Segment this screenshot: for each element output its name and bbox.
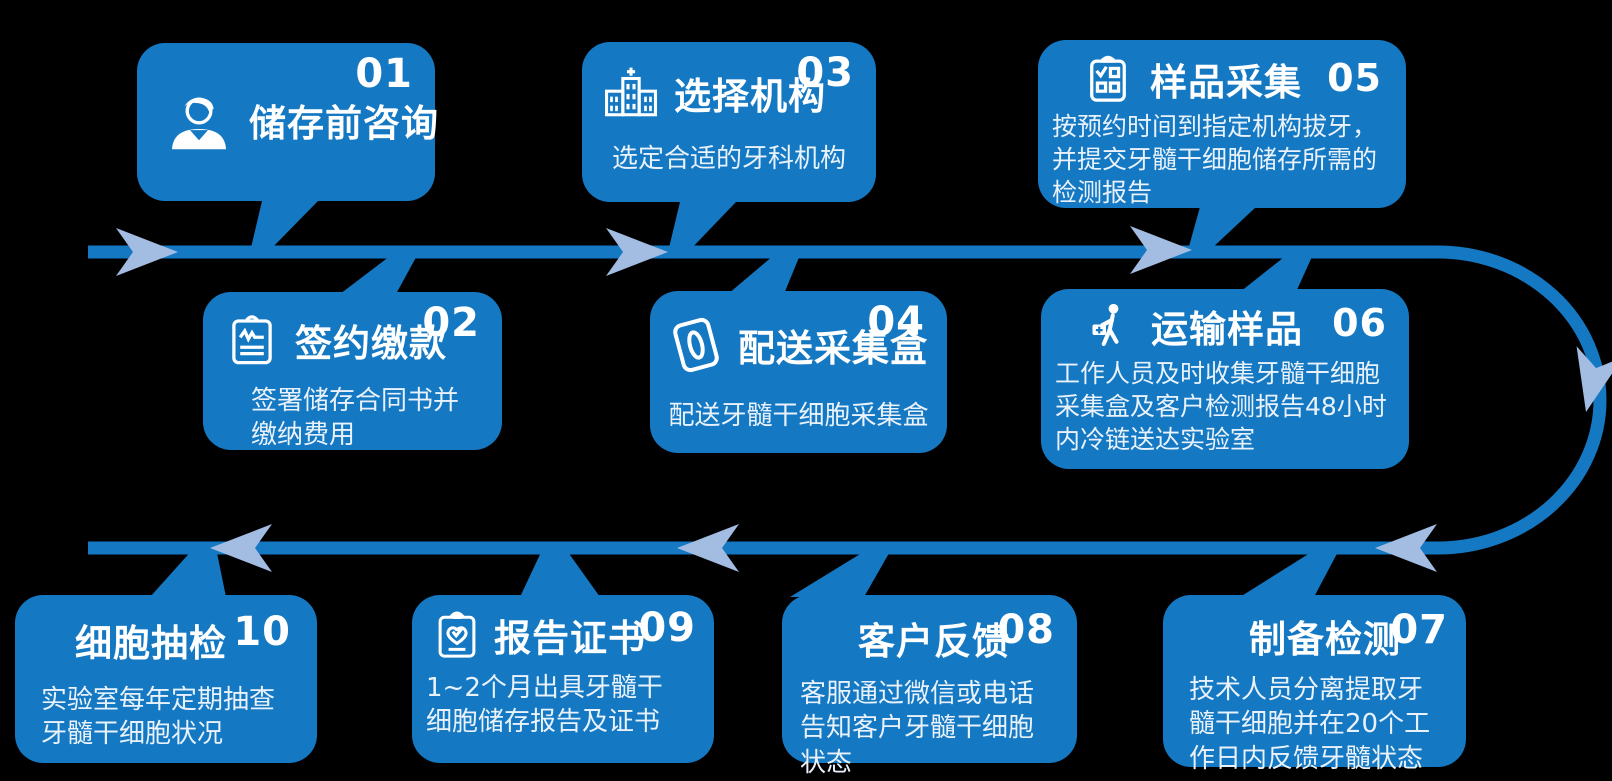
step-description: 按预约时间到指定机构拔牙，并提交牙髓干细胞储存所需的检测报告 (1052, 112, 1378, 207)
step-07-bubble: 07 制备检测 技术人员分离提取牙髓干细胞并在20个工作日内反馈牙髓状态 (1163, 595, 1466, 774)
bubble-tail (340, 250, 420, 294)
step-01-bubble: 01 储存前咨询 (137, 43, 438, 201)
step-number: 06 (1332, 301, 1387, 345)
flow-line (88, 245, 1607, 555)
step-04-bubble: 04 配送采集盒 配送牙髓干细胞采集盒 (650, 291, 947, 453)
step-title: 样品采集 (1150, 61, 1302, 104)
step-number: 07 (1390, 607, 1448, 653)
step-03-bubble: 03 选择机构 选 (582, 42, 876, 202)
step-description: 配送牙髓干细胞采集盒 (668, 401, 929, 431)
step-description: 技术人员分离提取牙髓干细胞并在20个工作日内反馈牙髓状态 (1189, 675, 1431, 774)
step-number: 05 (1327, 56, 1382, 100)
step-number: 04 (867, 299, 925, 345)
bubble-tail (150, 548, 226, 597)
step-description: 工作人员及时收集牙髓干细胞采集盒及客户检测报告48小时内冷链送达实验室 (1055, 359, 1387, 454)
step-number: 10 (233, 609, 291, 655)
step-09-bubble: 09 报告证书 1~2个月出具牙髓干细胞储存报告及证书 (412, 595, 714, 763)
checklist-clipboard-icon (1090, 55, 1126, 102)
step-title: 配送采集盒 (738, 327, 928, 370)
step-title: 制备检测 (1249, 618, 1401, 661)
step-number: 01 (355, 51, 413, 97)
bubble-tail (250, 201, 318, 252)
step-title: 细胞抽检 (75, 622, 227, 665)
step-title: 报告证书 (494, 617, 646, 660)
step-06-bubble: 06 运输样品 工作人员及时收集牙髓干细胞采集盒及客户检测报告48小时内冷链送达… (1041, 289, 1409, 469)
step-title: 运输样品 (1151, 308, 1303, 351)
courier-icon (1092, 303, 1119, 347)
collection-box-icon (673, 317, 719, 373)
bubble-tail (1240, 250, 1315, 292)
bubble-tail (668, 202, 736, 252)
step-number: 02 (422, 300, 480, 346)
bubble-tail (728, 250, 802, 294)
person-icon (172, 97, 226, 150)
step-number: 08 (997, 607, 1055, 653)
step-description: 1~2个月出具牙髓干细胞储存报告及证书 (426, 673, 663, 738)
step-description: 实验室每年定期抽查牙髓干细胞状况 (41, 685, 276, 750)
step-description: 选定合适的牙科机构 (611, 144, 846, 174)
certificate-clipboard-icon (438, 611, 476, 658)
bubble-tail (790, 548, 892, 597)
step-10-bubble: 10 细胞抽检 实验室每年定期抽查牙髓干细胞状况 (15, 595, 317, 763)
bubble-tail (1240, 548, 1340, 597)
step-number: 03 (796, 50, 854, 96)
step-title: 签约缴款 (295, 322, 447, 365)
bubble-tail (1188, 207, 1256, 250)
step-title: 储存前咨询 (249, 102, 439, 145)
step-title: 选择机构 (674, 75, 826, 118)
bubble-tail (520, 548, 600, 597)
step-description: 签署储存合同书并缴纳费用 (251, 386, 460, 451)
step-08-bubble: 08 客户反馈 客服通过微信或电话告知客户牙髓干细胞状态 (782, 595, 1077, 778)
step-05-bubble: 05 样品采集 按预约时间到指定机构拔牙，并提交牙髓干细胞储存所需的检测报告 (1038, 40, 1406, 208)
step-title: 客户反馈 (858, 620, 1010, 663)
step-number: 09 (638, 605, 696, 651)
contract-clipboard-icon (232, 315, 272, 365)
hospital-icon (604, 67, 658, 117)
step-description: 客服通过微信或电话告知客户牙髓干细胞状态 (800, 679, 1035, 778)
step-02-bubble: 02 签约缴款 签署储存合同书并缴纳费用 (203, 292, 502, 450)
